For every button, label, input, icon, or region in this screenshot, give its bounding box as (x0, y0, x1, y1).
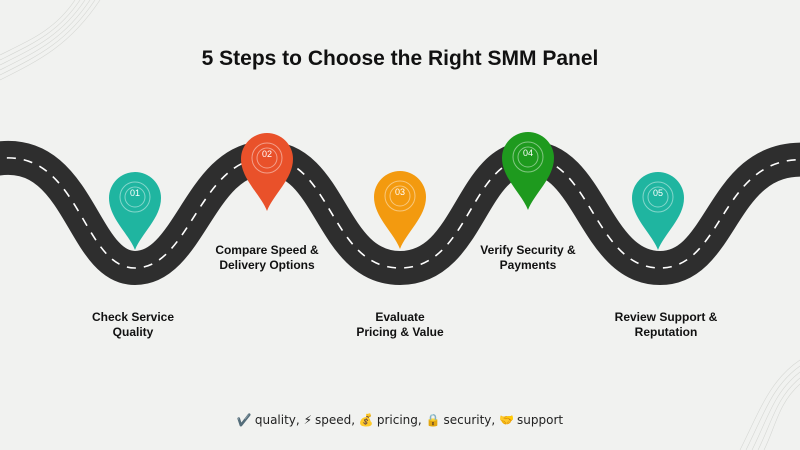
step-1-label-line2: Quality (112, 325, 154, 339)
step-1-label-line1: Check Service (91, 310, 175, 324)
legend-item-quality: ✔️quality, (237, 413, 300, 427)
step-5-pin: 05 (630, 170, 686, 252)
step-4-label-line2: Payments (499, 258, 557, 272)
legend-item-speed: ⚡speed, (304, 413, 356, 427)
legend-text-speed: speed, (315, 413, 356, 427)
step-3-number: 03 (394, 187, 405, 197)
handshake-icon: 🤝 (499, 413, 515, 427)
lock-icon: 🔒 (425, 413, 441, 427)
step-3-label: Evaluate Pricing & Value (325, 310, 475, 340)
legend: ✔️quality, ⚡speed, 💰pricing, 🔒security, … (0, 413, 800, 427)
legend-item-support: 🤝support (499, 413, 563, 427)
step-1-pin: 01 (107, 170, 163, 252)
legend-text-pricing: pricing, (376, 413, 422, 427)
step-2-label-line1: Compare Speed & (215, 243, 319, 257)
step-2-pin: 02 (239, 131, 295, 213)
step-4-label: Verify Security & Payments (453, 243, 603, 273)
step-4-pin: 04 (500, 130, 556, 212)
lightning-icon: ⚡ (303, 413, 312, 427)
money-bag-icon: 💰 (358, 413, 374, 427)
step-2-label-line2: Delivery Options (219, 258, 315, 272)
step-5-label: Review Support & Reputation (591, 310, 741, 340)
step-3-pin: 03 (372, 169, 428, 251)
check-mark-icon: ✔️ (236, 413, 252, 427)
step-3-label-line1: Evaluate (375, 310, 425, 324)
legend-text-security: security, (443, 413, 496, 427)
legend-item-pricing: 💰pricing, (359, 413, 422, 427)
legend-text-quality: quality, (254, 413, 300, 427)
road-lane-markings (0, 157, 800, 269)
step-1-number: 01 (129, 188, 140, 198)
step-2-label: Compare Speed & Delivery Options (192, 243, 342, 273)
step-4-label-line1: Verify Security & (480, 243, 576, 257)
page-title: 5 Steps to Choose the Right SMM Panel (201, 47, 599, 70)
step-1-label: Check Service Quality (58, 310, 208, 340)
step-2-number: 02 (261, 149, 272, 159)
step-3-label-line2: Pricing & Value (356, 325, 444, 339)
legend-item-security: 🔒security, (426, 413, 496, 427)
step-5-label-line1: Review Support & (614, 310, 718, 324)
step-5-label-line2: Reputation (634, 325, 698, 339)
step-4-number: 04 (522, 148, 533, 158)
legend-text-support: support (517, 413, 564, 427)
step-5-number: 05 (652, 188, 663, 198)
